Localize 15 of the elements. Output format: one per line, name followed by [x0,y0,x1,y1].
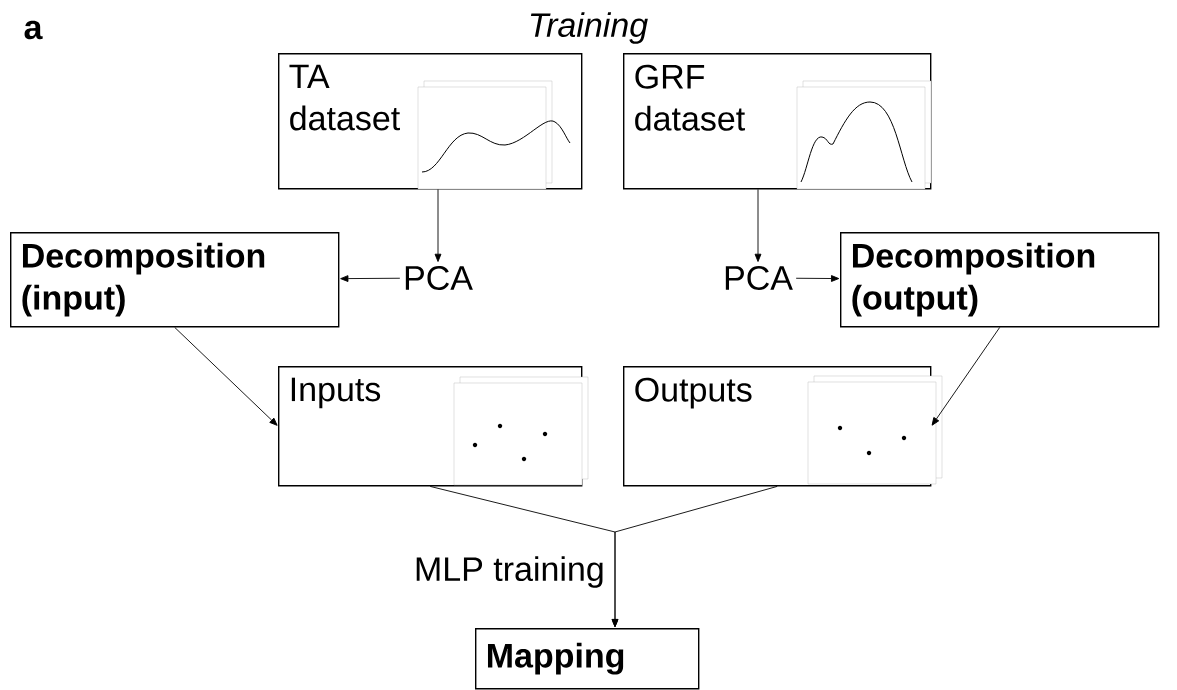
arrow [931,326,1001,426]
process-box: Decomposition (input) [10,232,340,328]
arrow [434,188,442,262]
arrow [340,275,401,282]
process-box: Mapping [475,628,700,690]
arrow [754,188,762,262]
panel-letter: a [24,20,43,40]
arrow [795,275,840,282]
process-box: Decomposition (output) [840,232,1160,328]
title: Training [530,12,648,44]
edge-label: MLP training [411,554,607,590]
step-label: PCA [405,265,473,291]
step-label: PCA [725,265,793,291]
arrow [174,326,278,426]
arrow [611,485,778,628]
